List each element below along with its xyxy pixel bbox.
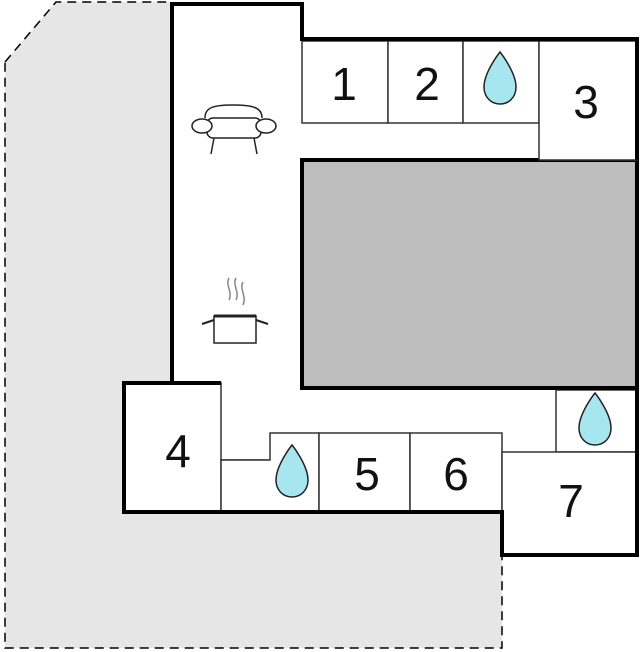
water-drop-icon [275,443,309,498]
room-label-5: 5 [354,448,380,500]
room-1-box [301,40,389,124]
outdoor-area [4,1,503,649]
room-label-3: 3 [573,76,599,128]
room-label-2: 2 [414,58,440,110]
cooking-pot-icon [201,277,269,344]
room-label-7: 7 [558,475,584,527]
sofa-icon [191,104,277,155]
courtyard [300,158,639,390]
room-label-6: 6 [443,448,469,500]
water-drop-icon [578,391,612,446]
water-drop-icon [483,50,517,105]
room-label-4: 4 [165,425,191,477]
outer-walls-redraw [122,2,639,557]
room-label-1: 1 [331,58,357,110]
